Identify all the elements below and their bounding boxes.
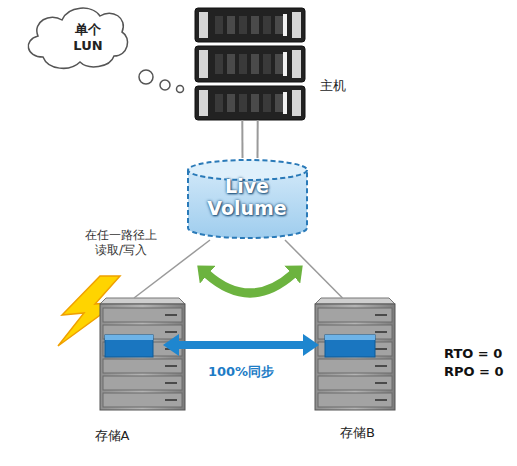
failover-arrow: [207, 274, 293, 293]
server-slot: [215, 94, 223, 112]
rack-panel: [318, 393, 392, 407]
rack-panel: [103, 359, 182, 373]
server-unit: [195, 46, 305, 82]
thought-bubble: [139, 70, 153, 84]
server-cap: [199, 90, 208, 116]
server-slot: [239, 16, 247, 34]
disk-highlight: [105, 335, 153, 340]
rack-panel: [103, 325, 182, 339]
rack-slit: [375, 331, 387, 333]
server-body: [195, 46, 305, 82]
rack-panel: [318, 325, 392, 339]
server-body: [195, 86, 305, 120]
rack-panel: [318, 376, 392, 390]
rpo-value: RPO = 0: [444, 364, 514, 380]
rack-panel: [103, 376, 182, 390]
rack-top: [100, 298, 185, 304]
rack-slit: [375, 399, 387, 401]
rto-value: RTO = 0: [444, 346, 514, 362]
edge-label: 100%同步: [208, 363, 274, 381]
server-slot: [251, 54, 259, 74]
rack-slit: [165, 314, 177, 316]
thought-bubble: [160, 80, 170, 90]
server-slot: [275, 54, 283, 74]
disk-highlight: [325, 335, 375, 340]
thought-cloud: 单个 LUN: [18, 2, 130, 76]
server-slot: [263, 54, 271, 74]
rack-panel: [103, 308, 182, 322]
rack-slit: [375, 382, 387, 384]
rack-slit: [165, 348, 177, 350]
server-cap: [292, 12, 301, 38]
host-path: [257, 120, 259, 158]
server-cap: [199, 50, 208, 78]
live-volume: Live Volume: [185, 158, 310, 240]
server-light: [283, 52, 287, 76]
cloud-outline: [28, 8, 127, 68]
server-unit: [195, 86, 305, 120]
node-label: 存储B: [320, 425, 395, 441]
rack-panel: [318, 308, 392, 322]
server-slot: [263, 16, 271, 34]
server-slot: [239, 94, 247, 112]
rack-slit: [375, 348, 387, 350]
disk-block: [325, 335, 375, 357]
server-slot: [275, 94, 283, 112]
server-light: [283, 92, 287, 114]
host-path: [241, 120, 243, 158]
rack-slit: [165, 399, 177, 401]
server-cap: [292, 90, 301, 116]
volume-body: [188, 170, 307, 238]
server-slot: [251, 94, 259, 112]
node-label: 存储A: [77, 428, 147, 444]
rack-top: [315, 298, 395, 304]
storage-array: 存储A: [92, 298, 162, 448]
path-note: 在任一路径上 读取/写入: [78, 228, 164, 258]
server-body: [195, 8, 305, 42]
disk-block: [105, 335, 153, 357]
rack-slit: [165, 331, 177, 333]
server-slot: [251, 16, 259, 34]
rack-body: [100, 304, 185, 410]
server-unit: [195, 8, 305, 42]
rack-slit: [375, 365, 387, 367]
server-slot: [215, 16, 223, 34]
rack-panel: [318, 359, 392, 373]
host-server: 主机: [195, 5, 305, 120]
server-slot: [275, 16, 283, 34]
storage-path: [285, 240, 343, 298]
rack-slit: [165, 365, 177, 367]
node-label: 单个 LUN: [68, 22, 108, 54]
rack-slit: [165, 382, 177, 384]
node-label: Live Volume: [207, 175, 287, 219]
rack-panel: [103, 393, 182, 407]
storage-array: 存储B: [320, 298, 395, 448]
sync-arrow: [178, 341, 304, 349]
server-slot: [227, 16, 235, 34]
server-slot: [215, 54, 223, 74]
rack-body: [315, 304, 395, 410]
server-slot: [227, 94, 235, 112]
server-slot: [227, 54, 235, 74]
rack-slit: [375, 314, 387, 316]
host-server-shape: [195, 5, 305, 120]
server-slot: [263, 94, 271, 112]
server-cap: [292, 50, 301, 78]
server-light: [283, 14, 287, 36]
thought-bubble: [177, 86, 184, 93]
storage-array-shape: [92, 298, 162, 448]
server-cap: [199, 12, 208, 38]
node-label: 主机: [313, 78, 353, 94]
server-slot: [239, 54, 247, 74]
